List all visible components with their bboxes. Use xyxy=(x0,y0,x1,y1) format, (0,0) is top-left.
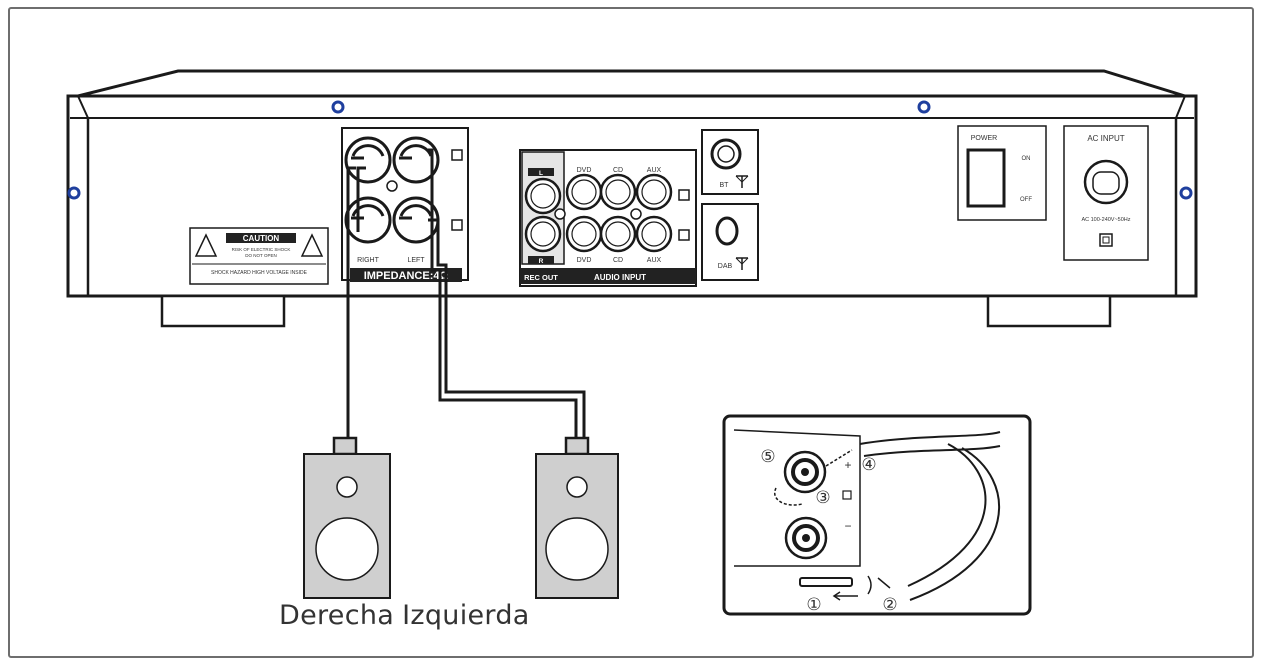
right-speaker-label: Derecha xyxy=(279,600,395,631)
caution-label: CAUTION RISK OF ELECTRIC SHOCK DO NOT OP… xyxy=(189,227,329,285)
svg-text:CD: CD xyxy=(613,167,623,174)
svg-text:R: R xyxy=(539,258,544,265)
left-speaker xyxy=(535,436,619,599)
exclamation-warning-icon xyxy=(300,233,324,257)
svg-text:SHOCK HAZARD HIGH VOLTAGE INSI: SHOCK HAZARD HIGH VOLTAGE INSIDE xyxy=(211,270,308,276)
svg-text:OFF: OFF xyxy=(1020,197,1032,203)
antenna-icon xyxy=(735,175,749,188)
svg-text:POWER: POWER xyxy=(971,135,997,142)
audio-input-block: L R DVD CD AUX DVD CD AUX REC OUT AUDIO … xyxy=(519,149,697,287)
power-switch-panel: POWER ON OFF xyxy=(957,125,1047,221)
right-speaker xyxy=(303,436,391,599)
svg-text:AUDIO INPUT: AUDIO INPUT xyxy=(594,273,646,282)
bt-antenna-connector: BT xyxy=(701,129,759,195)
lightning-warning-icon xyxy=(194,233,218,257)
svg-text:DVD: DVD xyxy=(577,257,592,264)
svg-text:DVD: DVD xyxy=(577,167,592,174)
svg-text:BT: BT xyxy=(720,182,730,189)
antenna-icon xyxy=(735,257,749,270)
svg-text:LEFT: LEFT xyxy=(407,257,425,264)
power-rocker-switch xyxy=(966,148,1006,208)
svg-text:L: L xyxy=(539,170,543,177)
svg-text:REC OUT: REC OUT xyxy=(524,273,558,282)
rotate-arrow-icon xyxy=(773,487,803,506)
svg-text:RIGHT: RIGHT xyxy=(357,257,380,264)
left-speaker-label: Izquierda xyxy=(402,600,530,631)
right-foot xyxy=(986,294,1112,328)
svg-text:RISK OF ELECTRIC SHOCK: RISK OF ELECTRIC SHOCK xyxy=(232,247,291,252)
dab-antenna-connector: DAB xyxy=(701,203,759,281)
svg-text:DO NOT OPEN: DO NOT OPEN xyxy=(245,253,276,258)
binding-post-icon xyxy=(783,450,827,494)
screw-icon xyxy=(67,100,1193,200)
binding-post-icon xyxy=(784,516,828,560)
left-foot xyxy=(160,294,286,328)
svg-text:AC INPUT: AC INPUT xyxy=(1087,134,1124,143)
svg-text:CD: CD xyxy=(613,257,623,264)
svg-text:−: − xyxy=(844,519,851,533)
svg-text:CAUTION: CAUTION xyxy=(243,234,280,243)
svg-text:AUX: AUX xyxy=(647,257,662,264)
speaker-wires xyxy=(336,148,586,444)
wiring-instructions-inset: ⑤ ③ ④ ① ② + − xyxy=(722,414,1032,616)
speaker-terminal-block: IMPEDANCE:4Ω RIGHT LEFT xyxy=(341,127,469,282)
svg-text:ON: ON xyxy=(1022,156,1031,162)
svg-text:①: ① xyxy=(806,595,821,614)
svg-text:IMPEDANCE:4Ω: IMPEDANCE:4Ω xyxy=(364,270,449,282)
figure-frame xyxy=(8,7,1254,658)
svg-text:⑤: ⑤ xyxy=(760,447,775,466)
svg-text:④: ④ xyxy=(861,455,876,474)
svg-text:③: ③ xyxy=(815,488,830,507)
svg-text:+: + xyxy=(844,458,851,472)
svg-text:②: ② xyxy=(882,595,897,614)
ac-input-panel: AC INPUT AC 100-240V~50Hz xyxy=(1063,125,1149,261)
svg-text:AC 100-240V~50Hz: AC 100-240V~50Hz xyxy=(1081,217,1130,223)
svg-text:AUX: AUX xyxy=(647,167,662,174)
svg-text:DAB: DAB xyxy=(718,263,733,270)
